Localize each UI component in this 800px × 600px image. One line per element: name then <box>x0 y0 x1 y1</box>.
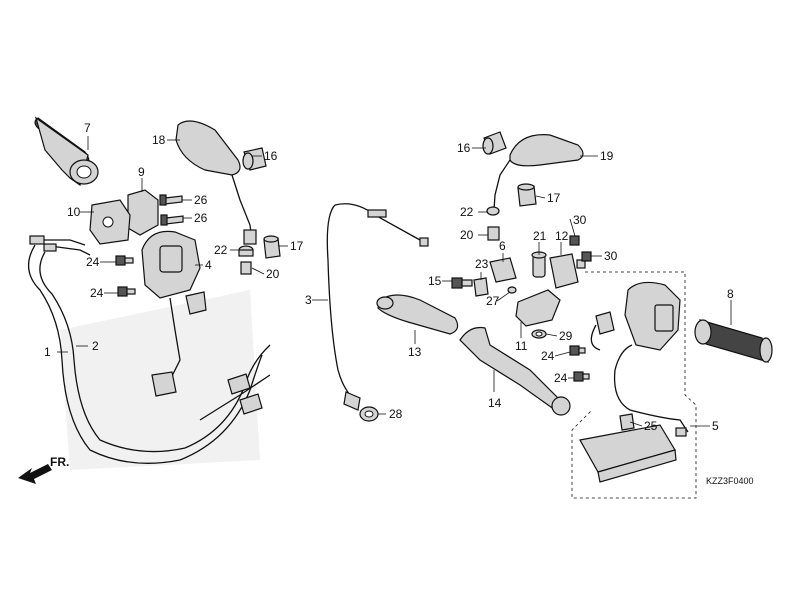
callout-4: 4 <box>205 258 212 272</box>
leader-lines <box>57 136 732 427</box>
callout-30-b: 30 <box>604 249 618 263</box>
callout-9: 9 <box>138 165 145 179</box>
callout-20-left: 20 <box>266 267 280 281</box>
callout-24-b: 24 <box>90 286 104 300</box>
callout-3: 3 <box>305 293 312 307</box>
callout-13: 13 <box>408 345 422 359</box>
callout-19: 19 <box>600 149 614 163</box>
right-grip <box>694 319 773 363</box>
callout-23: 23 <box>475 257 489 271</box>
callout-29: 29 <box>559 329 573 343</box>
clutch-cable-nut <box>359 406 379 422</box>
callout-15: 15 <box>428 274 442 288</box>
right-mirror <box>493 134 584 211</box>
callout-8: 8 <box>727 287 734 301</box>
callout-labels: 1 2 3 4 5 6 7 8 9 10 11 12 13 14 15 16 1… <box>44 121 734 433</box>
right-mirror-hardware <box>486 183 537 241</box>
callout-6: 6 <box>499 239 506 253</box>
callout-16-left: 16 <box>264 149 278 163</box>
callout-10: 10 <box>67 205 81 219</box>
callout-30-a: 30 <box>573 213 587 227</box>
callout-2: 2 <box>92 339 99 353</box>
callout-12: 12 <box>555 229 569 243</box>
callout-22-left: 22 <box>214 243 228 257</box>
clutch-cable <box>326 203 429 411</box>
throttle-cables <box>28 235 271 464</box>
bolts-30 <box>569 235 592 262</box>
callout-17-left: 17 <box>290 239 304 253</box>
callout-22-right: 22 <box>460 205 474 219</box>
left-bolts-24 <box>115 255 136 297</box>
left-switch-assembly <box>141 230 207 397</box>
callout-24-c: 24 <box>541 349 555 363</box>
callout-24-d: 24 <box>554 371 568 385</box>
callout-18: 18 <box>152 133 166 147</box>
callout-28: 28 <box>389 407 403 421</box>
diagram-code: KZZ3F0400 <box>706 476 754 486</box>
left-mirror-hardware <box>238 235 281 275</box>
callout-11: 11 <box>515 339 528 353</box>
callout-21: 21 <box>533 229 547 243</box>
callout-7: 7 <box>84 121 91 135</box>
center-lever-housing <box>376 294 459 335</box>
callout-17-right: 17 <box>547 191 561 205</box>
left-grip <box>34 116 99 186</box>
callout-14: 14 <box>488 396 502 410</box>
brake-lever <box>459 326 571 416</box>
callout-5: 5 <box>712 419 719 433</box>
screws-26 <box>159 194 184 226</box>
lever-mount-parts <box>451 251 586 339</box>
callout-1: 1 <box>44 345 51 359</box>
callout-26-a: 26 <box>194 193 208 207</box>
callout-20-right: 20 <box>460 228 474 242</box>
direction-label: FR. <box>50 455 69 469</box>
right-bolts-24 <box>569 345 590 382</box>
callout-26-b: 26 <box>194 211 208 225</box>
left-mirror <box>175 120 257 245</box>
callout-25: 25 <box>644 419 658 433</box>
callout-16-right: 16 <box>457 141 471 155</box>
callout-24-a: 24 <box>86 255 100 269</box>
right-switch-assembly <box>571 271 697 499</box>
front-direction-arrow: FR. <box>18 455 69 484</box>
right-mirror-nut <box>482 131 507 155</box>
callout-27: 27 <box>486 294 500 308</box>
switch-housing-halves <box>89 189 159 245</box>
left-mirror-nut <box>242 147 267 171</box>
